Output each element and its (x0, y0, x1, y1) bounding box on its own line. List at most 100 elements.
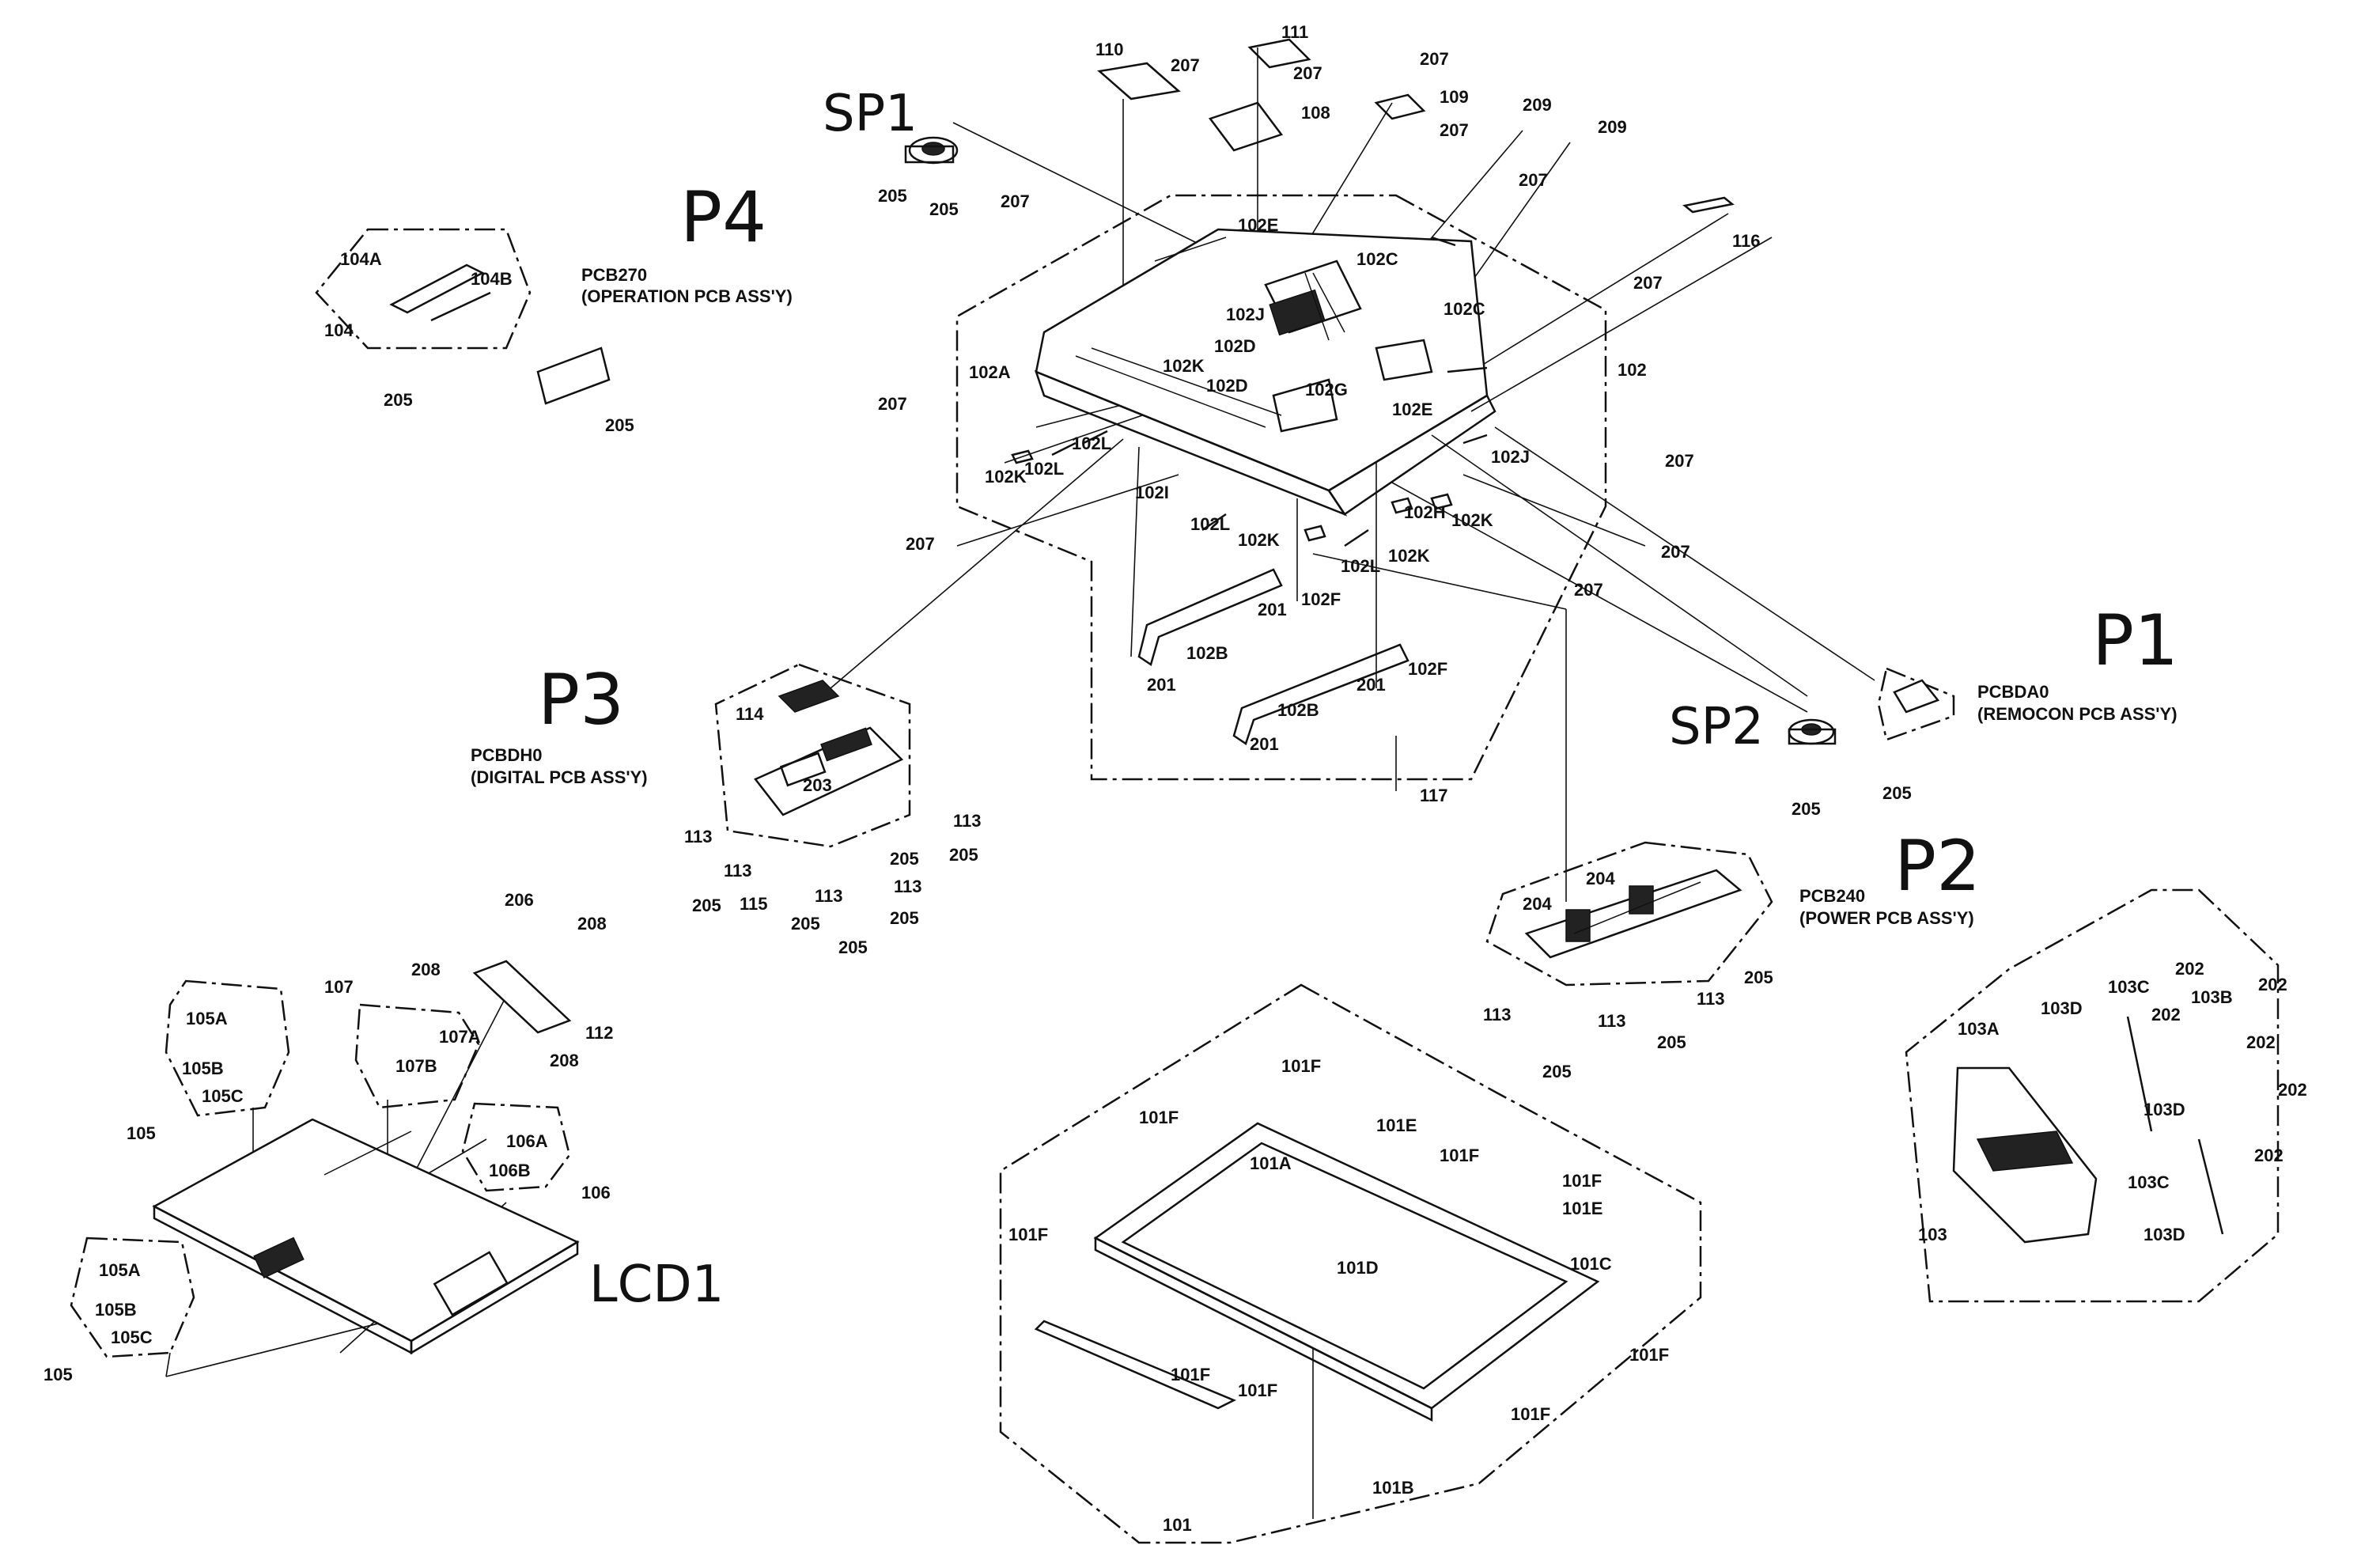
speaker-sp2 (1788, 718, 1837, 745)
part-label: 116 (1732, 231, 1761, 251)
part-label: 113 (1598, 1011, 1626, 1031)
part-label: 205 (791, 914, 820, 934)
part-label: 204 (1586, 869, 1615, 888)
group-outline-106 (461, 1102, 571, 1192)
part-label: 106B (489, 1161, 531, 1180)
part-label: 205 (605, 415, 634, 435)
front-bezel-101 (1034, 1122, 1600, 1422)
part-label: 101F (1562, 1171, 1602, 1191)
group-outline-p4 (315, 228, 532, 350)
part-label: 101F (1440, 1146, 1479, 1165)
part-label: 201 (1250, 734, 1279, 754)
group-outline-p2 (1485, 841, 1773, 987)
part-label: 102J (1226, 305, 1265, 324)
part-label: 102K (985, 467, 1027, 487)
part-label: 102A (969, 362, 1011, 382)
part-label: 102J (1491, 447, 1530, 467)
part-label: 209 (1598, 117, 1627, 137)
part-label: 101F (1511, 1404, 1550, 1424)
part-label: 103D (2144, 1100, 2185, 1119)
remocon-pcb-p1 (1893, 679, 1940, 714)
part-label: 101F (1139, 1108, 1179, 1127)
part-label: 104A (340, 249, 382, 269)
part-label: 113 (1697, 989, 1725, 1009)
part-label: 209 (1523, 95, 1552, 115)
part-label: 207 (1574, 580, 1603, 600)
group-outline-107 (354, 1003, 480, 1109)
part-label: 105C (202, 1086, 244, 1106)
group-outline-105-lower (70, 1237, 195, 1358)
part-label: 102C (1444, 299, 1485, 319)
part-label: 102D (1206, 376, 1248, 396)
part-label: 102C (1356, 249, 1398, 269)
part-label: 202 (2278, 1080, 2307, 1100)
part-label: 202 (2175, 959, 2204, 979)
group-outline-front-bezel (999, 983, 1702, 1544)
part-label: 205 (1882, 783, 1912, 803)
part-label: 202 (2258, 975, 2287, 994)
part-label: 101C (1570, 1254, 1612, 1274)
section-label-p4: P4 (680, 176, 766, 258)
part-label: 102F (1408, 659, 1447, 679)
part-label: 108 (1301, 103, 1330, 123)
bracket-112 (472, 960, 572, 1034)
part-label: 205 (890, 908, 919, 928)
part-label: 207 (1171, 55, 1200, 75)
stand-base-103 (1952, 1016, 2224, 1244)
part-label: 105A (99, 1260, 141, 1280)
pcbda0-name: (REMOCON PCB ASS'Y) (1977, 704, 2178, 724)
part-label: 101F (1008, 1225, 1048, 1244)
speaker-sp1 (904, 136, 959, 165)
part-label: 107 (324, 977, 354, 997)
part-label: 202 (2254, 1146, 2284, 1165)
part-label: 203 (803, 775, 832, 795)
pcb270-name: (OPERATION PCB ASS'Y) (581, 286, 793, 306)
part-label: 207 (878, 394, 907, 414)
part-label: 207 (1519, 170, 1548, 190)
part-label: 102K (1388, 546, 1430, 566)
part-label: 207 (1633, 273, 1663, 293)
part-label: 206 (505, 890, 534, 910)
part-label: 102L (1341, 556, 1380, 576)
part-label: 105 (44, 1365, 73, 1384)
power-pcb-p2 (1524, 869, 1742, 959)
part-label: 102L (1072, 434, 1111, 453)
pcb270-code: PCB270 (581, 265, 647, 285)
part-label: 208 (550, 1051, 579, 1070)
part-label: 111 (1281, 22, 1308, 42)
part-label: 109 (1440, 87, 1469, 107)
part-label: 102B (1186, 643, 1228, 663)
part-label: 102G (1305, 380, 1348, 400)
part-label: 204 (1523, 894, 1552, 914)
part-label: 207 (1293, 63, 1322, 83)
section-label-lcd1: LCD1 (589, 1255, 724, 1314)
part-label: 104 (324, 320, 354, 340)
digital-pcb-p3 (754, 680, 904, 816)
group-outline-p3 (714, 663, 911, 848)
part-label: 101A (1250, 1153, 1292, 1173)
part-label: 201 (1356, 675, 1386, 695)
part-label: 114 (736, 704, 764, 724)
part-label: 103C (2108, 977, 2150, 997)
part-label: 208 (411, 960, 441, 979)
part-label: 205 (1792, 799, 1821, 819)
group-outline-p1 (1877, 667, 1955, 741)
part-label: 113 (1483, 1005, 1512, 1024)
pcb240-code: PCB240 (1799, 886, 1865, 906)
part-label: 105B (95, 1300, 137, 1320)
part-label: 205 (838, 937, 868, 957)
part-label: 102B (1277, 700, 1319, 720)
part-label: 103B (2191, 987, 2233, 1007)
part-label: 101F (1281, 1056, 1321, 1076)
section-label-sp1: SP1 (823, 85, 918, 143)
part-label: 102 (1618, 360, 1647, 380)
part-label: 205 (878, 186, 907, 206)
part-label: 102E (1392, 400, 1432, 419)
part-label: 208 (577, 914, 607, 934)
part-label: 101D (1337, 1258, 1379, 1278)
part-label: 202 (2246, 1032, 2276, 1052)
part-label: 110 (1095, 40, 1124, 59)
part-label: 102K (1163, 356, 1205, 376)
part-label: 105 (127, 1123, 156, 1143)
part-label: 101E (1376, 1115, 1417, 1135)
